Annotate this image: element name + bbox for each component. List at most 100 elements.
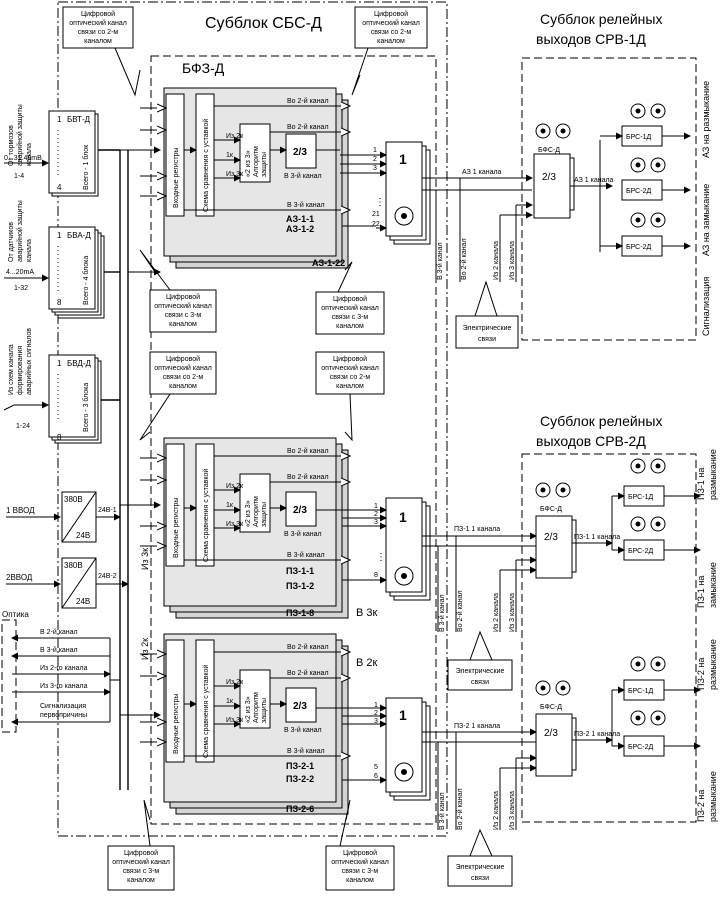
svg-text:БРС-2Д: БРС-2Д [628,548,653,555]
svg-text:БРС-1Д: БРС-1Д [628,688,653,695]
svg-text:размыкание: размыкание [708,449,718,500]
svg-text:каналом: каналом [169,383,197,390]
svg-text:оптический канал: оптический канал [321,304,379,312]
svg-text:БВТ-Д: БВТ-Д [67,115,91,124]
svg-text:2ВВОД: 2ВВОД [6,573,33,582]
pz2-processing-section: Входные регистры Схема сравнения с устав… [140,633,378,815]
svg-text:АЗ-1-1: АЗ-1-1 [286,214,314,224]
svg-text:оптический канал: оптический канал [331,858,389,866]
svg-text:ПЗ-2 на: ПЗ-2 на [696,658,706,690]
pz1-channel-lines: ПЗ-1 1 канала В 3-й канал Во 2-й канал И… [422,526,537,691]
pz1-processing-section: Входные регистры Схема сравнения с устав… [140,437,378,619]
svg-text:В 3-й канал: В 3-й канал [40,646,78,654]
svg-text:От тормозов: От тормозов [8,125,15,166]
srv1-subblock: Субблок релейных выходов СРВ-1Д БФС-Д 2/… [521,11,711,341]
svg-text:каналом: каналом [84,38,112,45]
svg-text:Цифровой: Цифровой [343,849,377,857]
svg-text:2/3: 2/3 [544,728,558,739]
svg-text:БРС-2Д: БРС-2Д [628,744,653,751]
az-channel-lines: АЗ 1 канала В 3-й канал Во 2-й канал Из … [422,169,533,349]
svg-text:8: 8 [374,572,378,579]
svg-text:2/3: 2/3 [293,147,307,158]
svg-text:Из 3 канала: Из 3 канала [509,593,516,632]
svg-text:АЗ на размыкание: АЗ на размыкание [701,81,711,158]
svg-text:БРС-2Д: БРС-2Д [626,244,651,251]
svg-text:1к: 1к [226,502,234,509]
svg-text:ПЗ-1 на: ПЗ-1 на [696,468,706,500]
svg-text:Из 3к: Из 3к [226,717,244,724]
svg-text:Цифровой: Цифровой [166,293,200,301]
svg-text:Алгоритм: Алгоритм [253,692,260,723]
svg-text:ПЗ-2 1 канала: ПЗ-2 1 канала [454,723,500,730]
svg-text:24В-2: 24В-2 [98,573,117,580]
svg-text:ПЗ-1-8: ПЗ-1-8 [286,608,314,618]
svg-text:АЗ-1-22: АЗ-1-22 [312,258,345,268]
svg-text:Из 3 канала: Из 3 канала [509,791,516,830]
svg-text:5: 5 [374,764,378,771]
svg-text:оптический канал: оптический канал [154,364,212,372]
svg-text:связи со 2-м: связи со 2-м [78,29,119,36]
svg-text:ПЗ-1 на: ПЗ-1 на [696,576,706,608]
svg-text:21: 21 [372,211,380,218]
svg-text:4...20mA: 4...20mA [6,269,34,276]
svg-text:связи с 3-м: связи с 3-м [165,312,202,319]
svg-text:ПЗ-2-2: ПЗ-2-2 [286,774,314,784]
svg-text:ПЗ-1-1: ПЗ-1-1 [286,566,314,576]
power-supply-2: 2ВВОД 380В 24В 24В-2 [6,557,129,609]
svg-text:Из 2 канала: Из 2 канала [493,791,500,830]
svg-text:Всего - 4 блока: Всего - 4 блока [82,256,90,305]
svg-text:БВА-Д: БВА-Д [67,231,91,240]
svg-text:Цифровой: Цифровой [374,10,408,18]
svg-text:Всего - 3 блока: Всего - 3 блока [82,383,90,432]
optics-section: Оптика В 2-й канал В 3-й канал Из 2-го к… [1,610,120,733]
svg-text:связи: связи [471,679,489,686]
svg-text:каналом: каналом [377,38,405,45]
svg-text:формирования: формирования [17,346,24,395]
svg-text:Из 2к: Из 2к [140,638,150,660]
svg-text:24В: 24В [76,597,90,606]
svg-text:380В: 380В [64,561,83,570]
svg-text:Входные регистры: Входные регистры [173,694,180,754]
svg-text:каналом: каналом [336,383,364,390]
svg-text:Из 3к: Из 3к [226,521,244,528]
svg-text:1-24: 1-24 [16,423,30,430]
az-processing-section: Входные регистры Схема сравнения с устав… [140,87,376,269]
svg-text:аварийной защиты: аварийной защиты [16,104,24,166]
svg-text:Сигнализация: Сигнализация [40,703,86,710]
svg-text:2/3: 2/3 [293,701,307,712]
svg-text:ПЗ-1-2: ПЗ-1-2 [286,581,314,591]
svg-text:связи: связи [471,875,489,882]
svg-text:1к: 1к [226,152,234,159]
svg-text:1-32: 1-32 [14,285,28,292]
svg-text:Электрические: Электрические [456,864,505,871]
svg-text:«2 из 3»: «2 из 3» [245,500,252,527]
svg-text:связи: связи [478,336,496,343]
callout-mid-left-2: Цифровой оптический канал связи со 2-м к… [139,351,217,441]
svg-text:1: 1 [57,359,62,368]
svg-text:Цифровой: Цифровой [81,10,115,18]
svg-text:1-4: 1-4 [14,173,24,180]
svg-text:Цифровой: Цифровой [333,295,367,303]
svg-text:В 3-й канал: В 3-й канал [284,172,322,180]
svg-text:2/3: 2/3 [544,532,558,543]
svg-text:1: 1 [374,503,378,510]
bvt-block: От тормозов аварийной защиты канала 0...… [4,104,99,197]
svg-text:Из 2-го канала: Из 2-го канала [40,665,88,672]
svg-text:3: 3 [374,519,378,526]
svg-text:размыкание: размыкание [708,639,718,690]
svg-text:Из 3к: Из 3к [226,171,244,178]
svg-text:Во 2-й канал: Во 2-й канал [287,473,329,481]
sbs-title: Субблок СБС-Д [205,15,322,32]
svg-text:связи с 3-м: связи с 3-м [123,868,160,875]
power-supply-1: 1 ВВОД 380В 24В 24В-1 [6,491,121,543]
svg-text:БФС-Д: БФС-Д [540,704,562,711]
svg-text:Из 2 канала: Из 2 канала [493,593,500,632]
callout-mid-right-3: Цифровой оптический канал связи с 3-м ка… [315,261,385,335]
svg-text:8: 8 [57,298,62,307]
svg-text:1: 1 [373,147,377,154]
svg-text:БРС-2Д: БРС-2Д [626,188,651,195]
svg-text:БФС-Д: БФС-Д [540,506,562,513]
svg-text:Из 3к: Из 3к [140,548,150,570]
svg-text:Во 2-й канал: Во 2-й канал [460,238,468,280]
svg-text:3: 3 [374,718,378,725]
